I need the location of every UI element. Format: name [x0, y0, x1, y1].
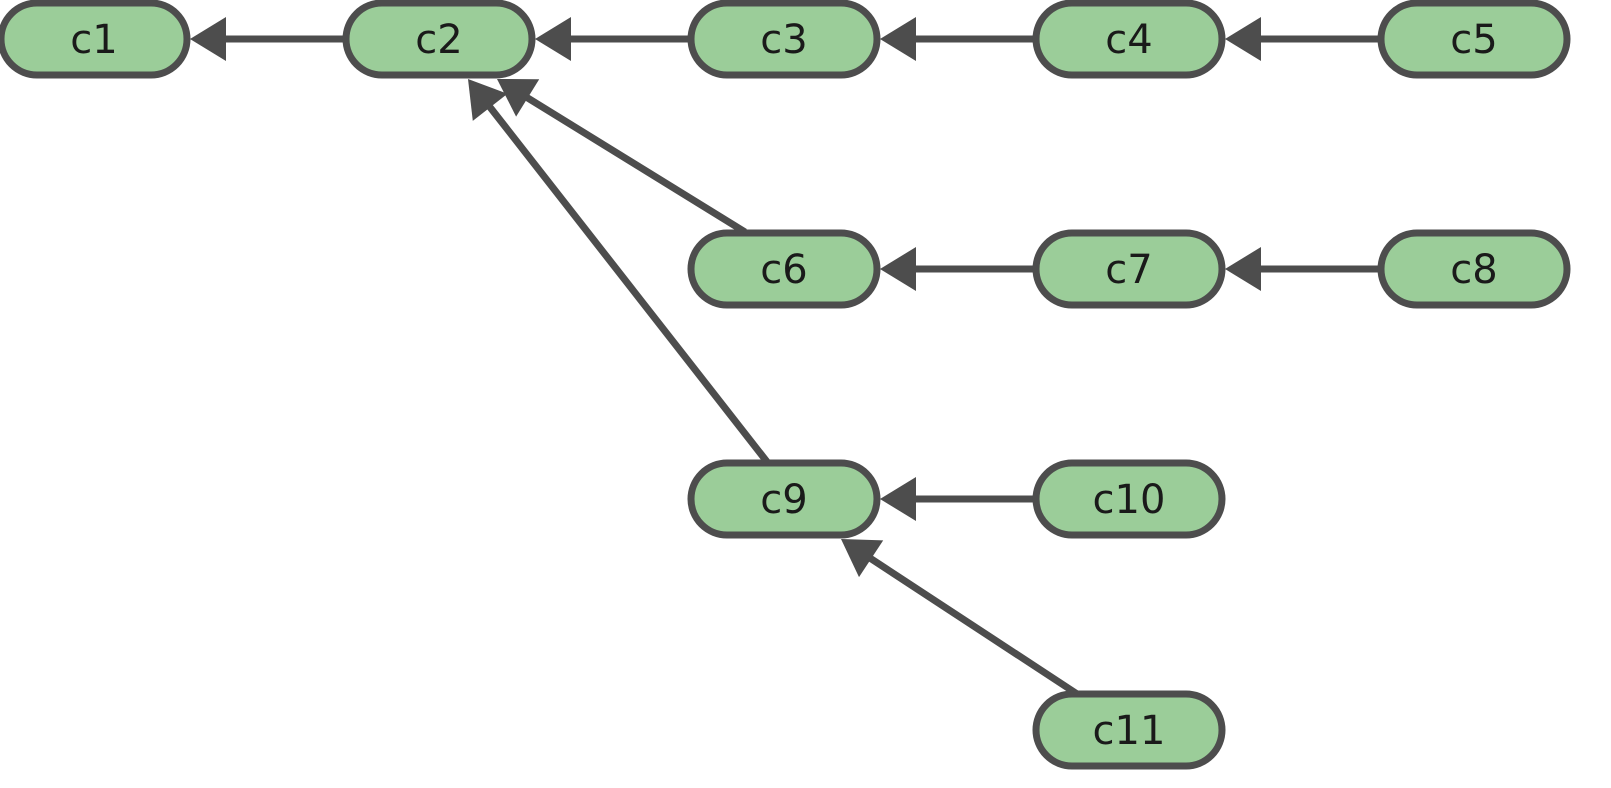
node-label: c3 [760, 17, 807, 63]
node-c9[interactable]: c9 [687, 459, 881, 539]
edge-c6-to-c2 [497, 79, 747, 235]
node-shape [687, 229, 881, 309]
node-label: c2 [415, 17, 462, 63]
node-shape [1377, 229, 1571, 309]
node-shape [1032, 229, 1226, 309]
node-c8[interactable]: c8 [1377, 229, 1571, 309]
node-shape [0, 0, 191, 79]
edge-line [867, 554, 1102, 712]
node-label: c11 [1093, 708, 1166, 754]
edge-c8-to-c7 [1225, 247, 1384, 291]
edge-c10-to-c9 [880, 477, 1039, 521]
node-label: c1 [70, 17, 117, 63]
edge-c2-to-c1 [190, 17, 349, 61]
arrowhead-icon [1225, 17, 1261, 61]
node-label: c4 [1105, 17, 1152, 63]
arrowhead-icon [468, 79, 508, 121]
node-c1[interactable]: c1 [0, 0, 191, 79]
node-shape [342, 0, 536, 79]
arrowhead-icon [535, 17, 571, 61]
arrowhead-icon [497, 79, 540, 117]
node-label: c10 [1093, 477, 1166, 523]
node-shape [1032, 0, 1226, 79]
edge-c11-to-c9 [841, 539, 1102, 712]
node-label: c6 [760, 247, 807, 293]
node-label: c7 [1105, 247, 1152, 293]
node-c11[interactable]: c11 [1032, 690, 1226, 770]
node-c5[interactable]: c5 [1377, 0, 1571, 79]
arrowhead-icon [880, 477, 916, 521]
edge-c7-to-c6 [880, 247, 1039, 291]
node-shape [687, 0, 881, 79]
node-c6[interactable]: c6 [687, 229, 881, 309]
edges-layer [190, 17, 1384, 712]
node-c10[interactable]: c10 [1032, 459, 1226, 539]
node-label: c9 [760, 477, 807, 523]
edge-c5-to-c4 [1225, 17, 1384, 61]
edge-c9-to-c2 [468, 79, 778, 475]
arrowhead-icon [1225, 247, 1261, 291]
edge-line [486, 103, 778, 475]
node-shape [1032, 459, 1226, 539]
nodes-layer: c1 c2 c3 c4 c5 c6 c7 c8 c9 c10 c11 [0, 0, 1571, 770]
node-c4[interactable]: c4 [1032, 0, 1226, 79]
arrowhead-icon [880, 17, 916, 61]
arrowhead-icon [190, 17, 226, 61]
node-shape [1032, 690, 1226, 770]
node-c2[interactable]: c2 [342, 0, 536, 79]
edge-line [524, 93, 747, 235]
edge-c3-to-c2 [535, 17, 694, 61]
node-label: c8 [1450, 247, 1497, 293]
edge-c4-to-c3 [880, 17, 1039, 61]
arrowhead-icon [841, 539, 884, 578]
node-shape [1377, 0, 1571, 79]
node-label: c5 [1450, 17, 1497, 63]
node-c7[interactable]: c7 [1032, 229, 1226, 309]
node-c3[interactable]: c3 [687, 0, 881, 79]
node-shape [687, 459, 881, 539]
arrowhead-icon [880, 247, 916, 291]
